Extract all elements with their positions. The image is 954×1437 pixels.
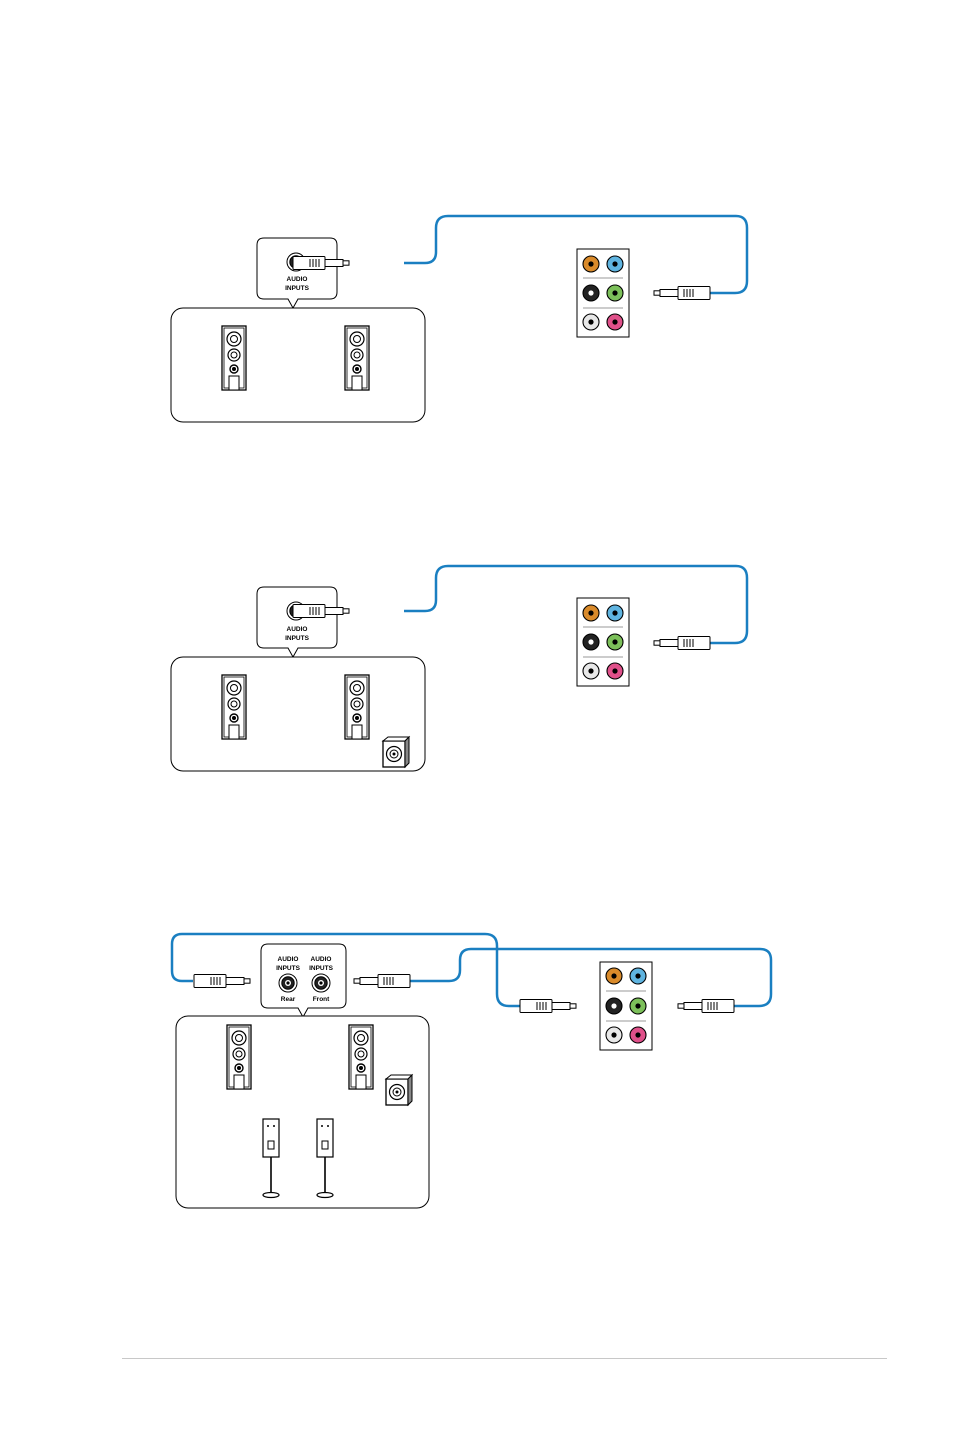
speaker-input-callout xyxy=(257,238,337,308)
right-speaker-icon xyxy=(349,1025,373,1089)
subwoofer-icon xyxy=(383,737,409,767)
front-caption: Front xyxy=(313,996,330,1003)
audio-plug-icon xyxy=(654,287,710,300)
audio-plug-icon xyxy=(293,605,349,618)
rear-audio-plug-icon xyxy=(194,975,250,988)
front-audio-label: AUDIO xyxy=(311,956,332,963)
right-speaker-icon xyxy=(345,675,369,739)
diagram-2-channel: AUDIO INPUTS xyxy=(171,216,747,422)
front-inputs-label: INPUTS xyxy=(309,965,334,972)
front-audio-plug-icon xyxy=(354,975,410,988)
speaker-panel xyxy=(171,308,425,422)
subwoofer-icon xyxy=(386,1075,412,1105)
inputs-label: INPUTS xyxy=(285,635,310,642)
rear-audio-label: AUDIO xyxy=(278,956,299,963)
left-speaker-icon xyxy=(227,1025,251,1089)
rear-inputs-label: INPUTS xyxy=(276,965,301,972)
audio-plug-icon xyxy=(654,637,710,650)
audio-cable xyxy=(404,216,747,293)
rear-input-jack-icon xyxy=(279,974,297,992)
inputs-label: INPUTS xyxy=(285,285,310,292)
audio-label: AUDIO xyxy=(287,626,308,633)
rear-caption: Rear xyxy=(281,996,296,1003)
left-speaker-icon xyxy=(222,326,246,390)
right-speaker-icon xyxy=(345,326,369,390)
rear-audio-panel xyxy=(600,962,652,1050)
speaker-input-callout xyxy=(261,944,346,1017)
diagram-2-1-channel: AUDIO INPUTS xyxy=(171,566,747,771)
rear-audio-panel xyxy=(577,598,629,686)
speaker-input-callout xyxy=(257,587,337,657)
rear-audio-panel xyxy=(577,249,629,337)
audio-label: AUDIO xyxy=(287,276,308,283)
audio-plug-icon xyxy=(293,257,349,270)
front-channel-plug-icon xyxy=(678,1000,734,1013)
left-speaker-icon xyxy=(222,675,246,739)
audio-cable xyxy=(404,566,747,643)
speaker-panel xyxy=(176,1016,429,1208)
rear-channel-plug-icon xyxy=(520,1000,576,1013)
footer-rule xyxy=(122,1358,887,1359)
front-audio-cable xyxy=(410,949,771,1006)
front-input-jack-icon xyxy=(312,974,330,992)
diagram-4-1-channel: AUDIO INPUTS AUDIO INPUTS Rear Front xyxy=(172,934,771,1208)
